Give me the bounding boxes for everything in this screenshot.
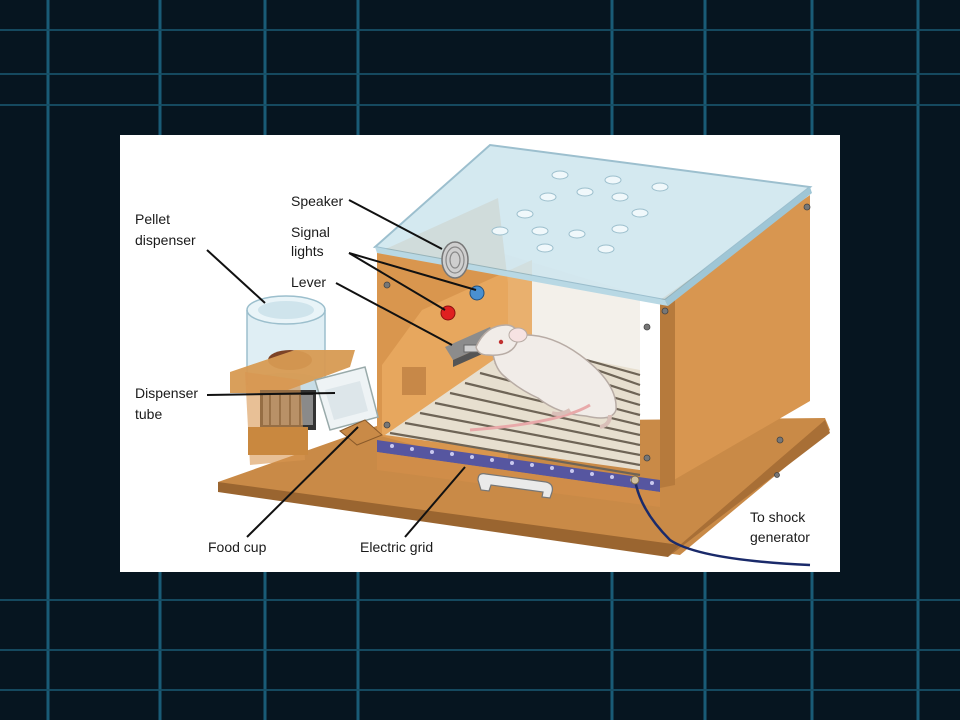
label-dispenser-tube-1: Dispenser [135, 385, 198, 401]
base-platform-front [218, 482, 680, 557]
label-signal-lights-2: lights [291, 243, 324, 259]
speaker [441, 241, 469, 279]
label-shock-2: generator [750, 529, 810, 545]
skinner-box-diagram: Speaker Signal lights Lever Pellet dispe… [135, 143, 830, 567]
label-dispenser-tube-2: tube [135, 406, 162, 422]
air-holes [491, 170, 669, 254]
drawer-handle [477, 473, 553, 499]
label-food-cup: Food cup [208, 539, 267, 555]
label-signal-lights-1: Signal [291, 224, 330, 240]
electric-grid-strip [377, 440, 660, 492]
food-cup [339, 419, 383, 446]
shock-cable [633, 479, 811, 567]
diagram-panel: Speaker Signal lights Lever Pellet dispe… [120, 135, 840, 572]
label-lever: Lever [291, 274, 326, 290]
label-pellet-dispenser-1: Pellet [135, 211, 170, 227]
label-electric-grid: Electric grid [360, 539, 433, 555]
label-speaker: Speaker [291, 193, 343, 209]
rat [469, 324, 617, 432]
label-pellet-dispenser-2: dispenser [135, 232, 196, 248]
label-shock-1: To shock [750, 509, 806, 525]
chamber-right-wall [660, 195, 810, 488]
leader-lines [206, 199, 477, 538]
